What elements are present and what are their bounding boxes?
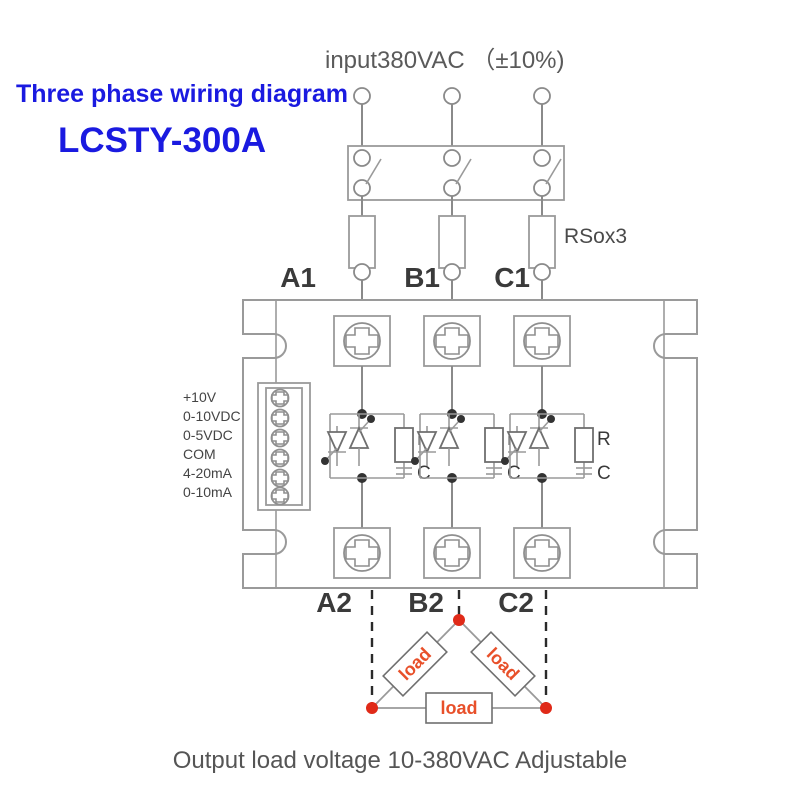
phase-a-capacitor-label: C xyxy=(417,463,431,484)
load-element-ab: load xyxy=(382,631,448,697)
phase-c-scr-left-gate-lead xyxy=(505,447,518,461)
phase-c-snubber: R C xyxy=(574,427,611,484)
model-number: LCSTY-300A xyxy=(58,121,266,160)
phase-b-capacitor-label: C xyxy=(507,463,521,484)
phase-b-scr-right-gate-lead xyxy=(448,419,461,433)
control-label-3: 0-5VDC xyxy=(183,427,233,443)
phase-b-scr-left-gate xyxy=(411,457,419,465)
control-screw-d xyxy=(270,448,290,468)
load-node-left xyxy=(366,702,378,714)
phase-b-scr-right-gate xyxy=(457,415,465,423)
switch-pole-a-top-contact xyxy=(353,149,371,167)
control-screw-a xyxy=(270,388,290,408)
screw-terminal-b1 xyxy=(423,315,481,367)
phase-a-scr-right-gate-lead xyxy=(358,419,371,433)
phase-a-scr-left xyxy=(321,426,348,466)
phase-a-scr-right xyxy=(348,414,375,466)
phase-c-scr-right-gate-lead xyxy=(538,419,551,433)
load-node-right xyxy=(540,702,552,714)
terminal-marker-b1 xyxy=(443,263,461,281)
phase-b-scr-left xyxy=(411,426,438,466)
phase-b-scr-right xyxy=(438,414,465,466)
fuse-group: RSox3 xyxy=(348,215,627,269)
load-node-top xyxy=(453,614,465,626)
screw-terminal-b2 xyxy=(423,527,481,579)
switch-pole-b-blade xyxy=(455,158,472,185)
phase-a-scr-left-gate-lead xyxy=(325,447,338,461)
phase-a-scr-left-gate xyxy=(321,457,329,465)
phase-b-scr-left-gate-lead xyxy=(415,447,428,461)
phase-a-resistor xyxy=(394,427,414,463)
control-screw-c xyxy=(270,428,290,448)
terminal-label-a1: A1 xyxy=(280,262,316,293)
fuse-b xyxy=(438,215,466,269)
fuse-label: RSox3 xyxy=(564,225,627,248)
input-terminal-circle-c xyxy=(533,87,551,105)
phase-c-capacitor-label: C xyxy=(597,463,611,484)
screw-terminal-c2 xyxy=(513,527,571,579)
load-element-ca: load xyxy=(425,692,493,724)
control-label-2: 0-10VDC xyxy=(183,408,241,424)
phase-b-resistor xyxy=(484,427,504,463)
input-lines-group xyxy=(353,87,551,146)
lower-screw-terminals xyxy=(333,527,571,579)
terminal-label-c1: C1 xyxy=(494,262,530,293)
input-voltage-label: input380VAC （±10%) xyxy=(325,47,565,74)
phase-c-power-stage: R C xyxy=(501,366,611,530)
terminal-label-a2: A2 xyxy=(316,587,352,618)
phase-c-scr-right xyxy=(528,414,555,466)
switch-to-fuse-wires xyxy=(361,196,543,216)
switch-pole-c-top-contact xyxy=(533,149,551,167)
control-label-5: 4-20mA xyxy=(183,465,233,481)
terminal-marker-c1 xyxy=(533,263,551,281)
phase-c-scr-right-gate xyxy=(547,415,555,423)
terminal-label-c2: C2 xyxy=(498,587,534,618)
phase-c-scr-left xyxy=(501,426,528,466)
three-pole-switch xyxy=(347,145,565,201)
screw-terminal-c1 xyxy=(513,315,571,367)
input-terminal-labels: A1 B1 C1 xyxy=(280,262,551,293)
upper-screw-terminals xyxy=(333,315,571,367)
phase-a-scr-right-gate xyxy=(367,415,375,423)
screw-terminal-a1 xyxy=(333,315,391,367)
control-label-6: 0-10mA xyxy=(183,484,233,500)
terminal-marker-a1 xyxy=(353,263,371,281)
input-terminal-circle-a xyxy=(353,87,371,105)
control-label-4: COM xyxy=(183,446,216,462)
output-terminal-labels: A2 B2 C2 xyxy=(316,587,534,618)
control-screw-b xyxy=(270,408,290,428)
diagram-title: Three phase wiring diagram xyxy=(16,80,348,108)
load-element-bc: load xyxy=(470,631,536,697)
phase-c-resistor-label: R xyxy=(597,429,611,450)
control-label-1: +10V xyxy=(183,389,217,405)
terminal-label-b2: B2 xyxy=(408,587,444,618)
footer-caption: Output load voltage 10-380VAC Adjustable xyxy=(173,747,628,774)
terminal-label-b1: B1 xyxy=(404,262,440,293)
control-screw-e xyxy=(270,468,290,488)
load-label-ca: load xyxy=(440,698,477,718)
input-terminal-circle-b xyxy=(443,87,461,105)
fuse-c xyxy=(528,215,556,269)
switch-pole-b-top-contact xyxy=(443,149,461,167)
control-terminal-block: +10V 0-10VDC 0-5VDC COM 4-20mA 0-10mA xyxy=(183,382,311,511)
control-screw-f xyxy=(270,486,290,506)
switch-pole-c-blade xyxy=(545,158,562,185)
module-body-outline xyxy=(242,299,698,589)
phase-c-resistor xyxy=(574,427,594,463)
phase-c-scr-left-gate xyxy=(501,457,509,465)
screw-terminal-a2 xyxy=(333,527,391,579)
fuse-a xyxy=(348,215,376,269)
delta-load-network: load load load xyxy=(366,614,552,724)
switch-pole-a-blade xyxy=(365,158,382,185)
